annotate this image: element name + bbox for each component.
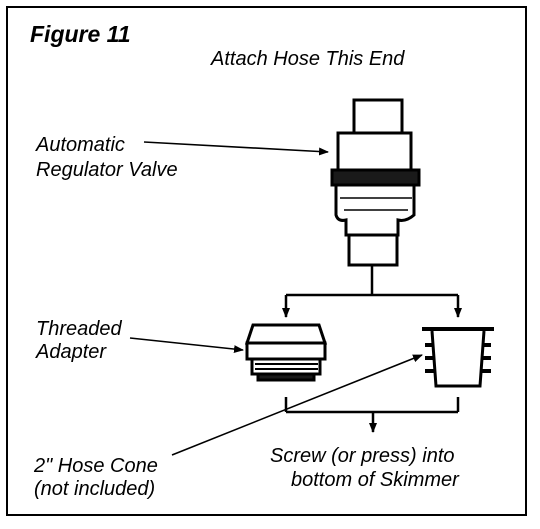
adapter-cap: [244, 323, 328, 345]
regulator-valve: [330, 98, 421, 267]
threaded-adapter: [244, 323, 328, 382]
adapter-thread-top: [250, 357, 322, 376]
cone-body: [430, 330, 486, 388]
label-regulator-line1: Automatic: [36, 134, 125, 156]
valve-hose-end: [352, 98, 404, 135]
valve-upper-body: [336, 131, 413, 172]
valve-collar: [330, 168, 421, 187]
bottom-bracket: [284, 397, 460, 433]
figure-frame: [6, 6, 527, 516]
label-regulator-line2: Regulator Valve: [36, 159, 178, 181]
adapter-thread-bottom: [256, 372, 316, 382]
adapter-band: [245, 341, 327, 361]
valve-outlet: [347, 233, 399, 267]
label-cone-line1: 2" Hose Cone: [34, 455, 158, 477]
label-screw-line2: bottom of Skimmer: [291, 469, 459, 491]
label-screw-line1: Screw (or press) into: [270, 445, 455, 467]
label-adapter-line1: Threaded: [36, 318, 122, 340]
branch-connector: [282, 265, 462, 318]
label-adapter-line2: Adapter: [36, 341, 107, 363]
label-hose-end: Attach Hose This End: [211, 48, 405, 70]
hose-cone: [422, 327, 494, 388]
cone-leader-arrow: [171, 354, 423, 456]
regulator-leader-arrow: [143, 141, 329, 156]
figure-title: Figure 11: [30, 21, 131, 47]
adapter-leader-arrow: [129, 337, 244, 354]
label-cone-line2: (not included): [34, 478, 156, 500]
